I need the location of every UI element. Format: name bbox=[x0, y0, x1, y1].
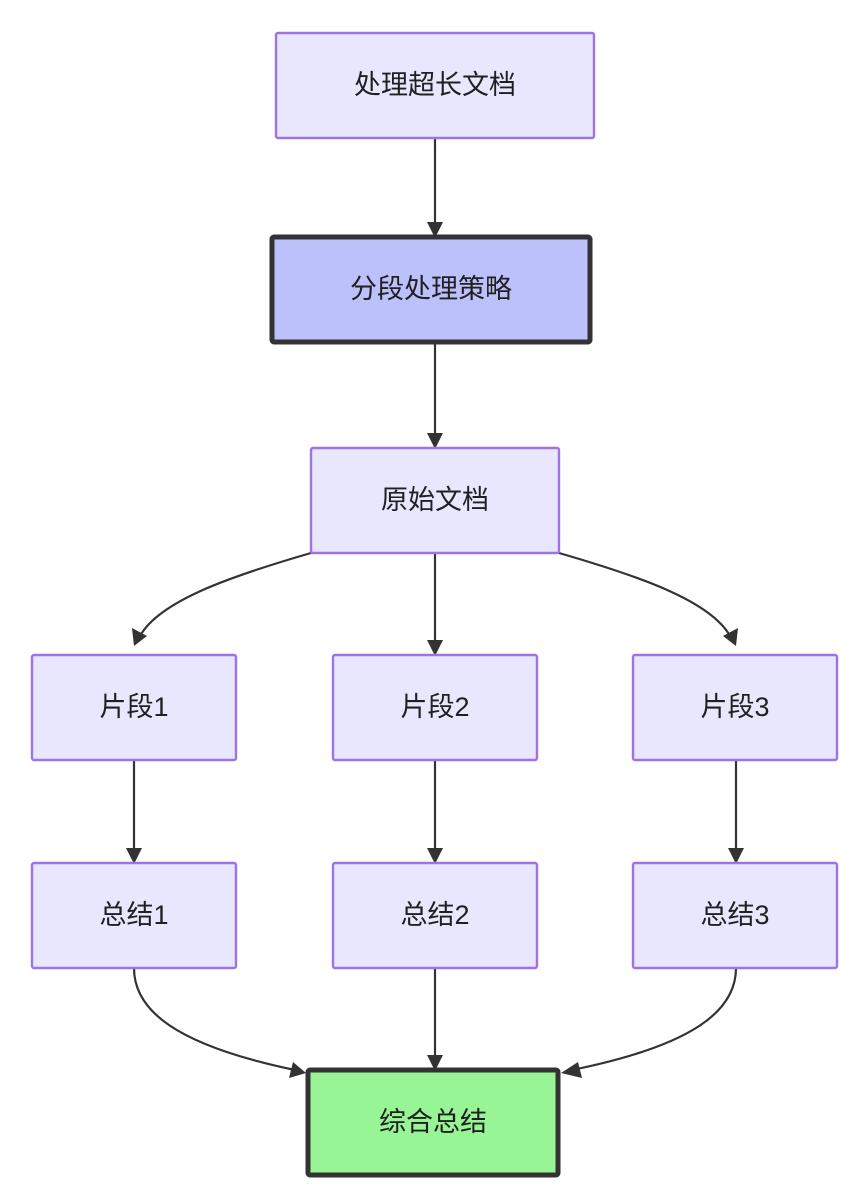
node-box[interactable] bbox=[305, 1067, 561, 1178]
edge-n3-n4 bbox=[132, 551, 312, 646]
edge-n9-n10 bbox=[561, 967, 738, 1078]
node-box[interactable] bbox=[269, 234, 593, 345]
edge-line bbox=[132, 967, 296, 1072]
arrow-head-icon bbox=[561, 1062, 582, 1078]
edge-line bbox=[139, 551, 312, 637]
arrow-head-icon bbox=[427, 1055, 443, 1071]
node-fragment-2[interactable]: 片段2 bbox=[331, 653, 539, 762]
node-label: 综合总结 bbox=[379, 1107, 487, 1137]
node-box[interactable] bbox=[331, 653, 539, 762]
arrow-head-icon bbox=[427, 222, 443, 238]
node-box[interactable] bbox=[309, 446, 561, 555]
node-box[interactable] bbox=[30, 861, 238, 970]
node-label: 片段1 bbox=[99, 692, 168, 722]
arrow-head-icon bbox=[132, 628, 147, 646]
node-box[interactable] bbox=[331, 861, 539, 970]
node-label: 分段处理策略 bbox=[350, 274, 512, 304]
node-summary-1[interactable]: 总结1 bbox=[30, 861, 238, 970]
node-label: 总结2 bbox=[400, 900, 469, 930]
node-comprehensive-summary[interactable]: 综合总结 bbox=[305, 1067, 561, 1178]
arrow-head-icon bbox=[427, 433, 443, 449]
edge-n4-n7 bbox=[126, 760, 142, 864]
edge-n8-n10 bbox=[427, 968, 443, 1071]
edge-line bbox=[571, 967, 738, 1072]
node-label: 片段2 bbox=[400, 692, 469, 722]
edge-n3-n6 bbox=[558, 551, 738, 646]
arrow-head-icon bbox=[728, 848, 744, 864]
edge-n6-n9 bbox=[728, 760, 744, 864]
arrow-head-icon bbox=[723, 628, 738, 646]
node-layer: 处理超长文档 分段处理策略 原始文档 片段1 片段2 bbox=[30, 31, 839, 1178]
edge-n3-n5 bbox=[427, 553, 443, 656]
node-summary-3[interactable]: 总结3 bbox=[631, 861, 839, 970]
edge-n5-n8 bbox=[427, 760, 443, 864]
node-label: 原始文档 bbox=[381, 485, 489, 515]
node-box[interactable] bbox=[631, 653, 839, 762]
node-label: 总结1 bbox=[99, 900, 168, 930]
node-summary-2[interactable]: 总结2 bbox=[331, 861, 539, 970]
arrow-head-icon bbox=[427, 640, 443, 656]
node-label: 总结3 bbox=[700, 900, 769, 930]
arrow-head-icon bbox=[289, 1062, 306, 1078]
edge-n2-n3 bbox=[427, 342, 443, 449]
arrow-head-icon bbox=[126, 848, 142, 864]
node-fragment-1[interactable]: 片段1 bbox=[30, 653, 238, 762]
edge-n1-n2 bbox=[427, 138, 443, 238]
node-box[interactable] bbox=[274, 31, 596, 140]
node-box[interactable] bbox=[30, 653, 238, 762]
node-box[interactable] bbox=[631, 861, 839, 970]
node-label: 片段3 bbox=[700, 692, 769, 722]
node-label: 处理超长文档 bbox=[354, 70, 516, 100]
node-original-document[interactable]: 原始文档 bbox=[309, 446, 561, 555]
edge-line bbox=[558, 551, 731, 637]
node-process-long-document[interactable]: 处理超长文档 bbox=[274, 31, 596, 140]
node-fragment-3[interactable]: 片段3 bbox=[631, 653, 839, 762]
edge-n7-n10 bbox=[132, 967, 306, 1078]
edge-layer bbox=[126, 138, 744, 1078]
arrow-head-icon bbox=[427, 848, 443, 864]
node-chunking-strategy[interactable]: 分段处理策略 bbox=[269, 234, 593, 345]
